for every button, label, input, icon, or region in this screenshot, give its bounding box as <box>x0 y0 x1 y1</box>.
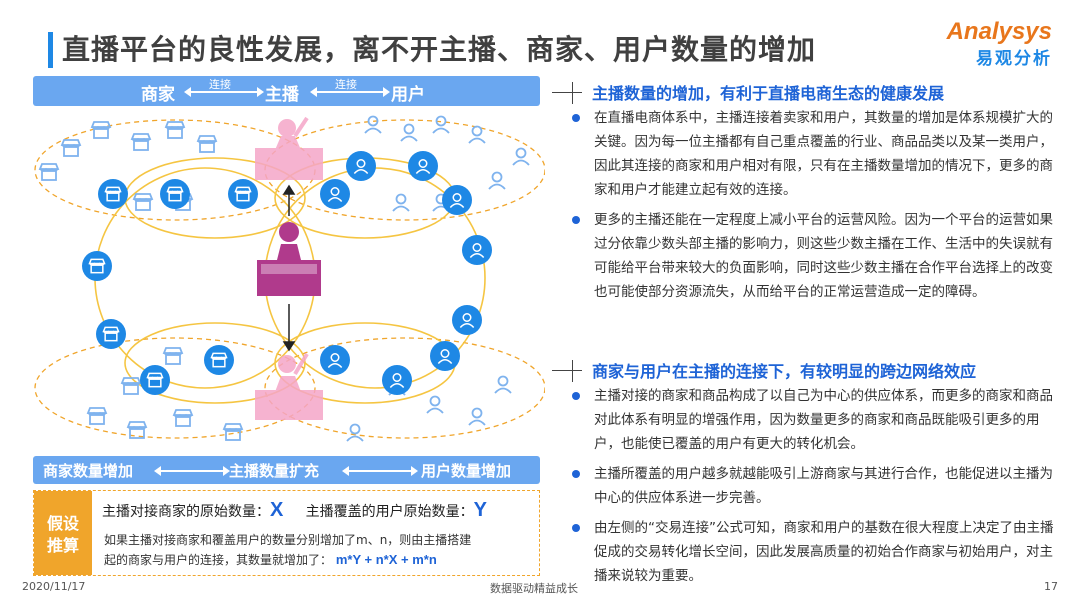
bullet-text: 主播所覆盖的用户越多就越能吸引上游商家与其进行合作，也能促进以主播为中心的供应体… <box>594 466 1053 506</box>
footer-slogan: 数据驱动精益成长 <box>490 582 578 595</box>
bullet-dot <box>572 114 580 122</box>
merchant-var: X <box>270 499 284 521</box>
assumption-variables: 主播对接商家的原始数量：X 主播覆盖的用户原始数量：Y <box>102 499 487 522</box>
section1-bullet: 在直播电商体系中，主播连接着卖家和用户，其数量的增加是体系规模扩大的关键。因为每… <box>572 106 1062 202</box>
center-streamer <box>257 222 321 296</box>
bullet-dot <box>572 216 580 224</box>
bullet-dot <box>572 470 580 478</box>
band-link-1: 连接 <box>209 78 231 91</box>
user-var: Y <box>473 499 487 521</box>
brand-logo: Analysys 易观分析 <box>947 18 1052 69</box>
title-accent-bar <box>48 32 53 68</box>
user-count-label: 主播覆盖的用户原始数量： <box>305 504 474 520</box>
band-arrow-1 <box>184 87 264 97</box>
section1-bullet: 更多的主播还能在一定程度上减小平台的运营风险。因为一个平台的运营如果过分依靠少数… <box>572 208 1062 304</box>
assumption-text: 如果主播对接商家和覆盖用户的数量分别增加了m、n，则由主播搭建 起的商家与用户的… <box>104 531 534 570</box>
section1-rule-v <box>572 82 573 104</box>
band-user-increase: 用户数量增加 <box>421 462 512 480</box>
assumption-tag-line2: 推算 <box>46 536 79 555</box>
footer-date: 2020/11/17 <box>22 580 86 593</box>
band-anchor: 主播 <box>265 85 299 105</box>
section2-rule <box>552 370 582 371</box>
outer-ring <box>34 119 545 439</box>
user-nodes <box>320 151 492 395</box>
relation-band: 商家 连接 主播 连接 用户 <box>33 76 540 106</box>
assumption-tag-line1: 假设 <box>46 514 79 533</box>
bullet-text: 主播对接的商家和商品构成了以自己为中心的供应体系，而更多的商家和商品对此体系有明… <box>594 388 1053 452</box>
band-arrow-4 <box>342 466 418 476</box>
brand-logo-cn: 易观分析 <box>976 49 1052 69</box>
section1-rule <box>552 92 582 93</box>
top-streamer <box>255 116 323 180</box>
bullet-dot <box>572 392 580 400</box>
page-title: 直播平台的良性发展，离不开主播、商家、用户数量的增加 <box>62 33 817 66</box>
assumption-box: 假设 推算 主播对接商家的原始数量：X 主播覆盖的用户原始数量：Y 如果主播对接… <box>33 490 540 576</box>
section2-heading: 商家与用户在主播的连接下，有较明显的跨边网络效应 <box>592 362 977 381</box>
assumption-formula: m*Y + n*X + m*n <box>335 552 437 567</box>
bullet-text: 在直播电商体系中，主播连接着卖家和用户，其数量的增加是体系规模扩大的关键。因为每… <box>594 110 1053 198</box>
bullet-text: 由左侧的“交易连接”公式可知，商家和用户的基数在很大程度上决定了由主播促成的交易… <box>594 520 1054 584</box>
assumption-tag: 假设 推算 <box>34 491 92 575</box>
section2-bullets: 主播对接的商家和商品构成了以自己为中心的供应体系，而更多的商家和商品对此体系有明… <box>572 384 1062 594</box>
section2-rule-v <box>572 360 573 382</box>
band-user: 用户 <box>391 85 425 105</box>
brand-logo-en: Analysys <box>946 18 1052 45</box>
growth-band: 商家数量增加 主播数量扩充 用户数量增加 <box>33 456 540 484</box>
band-merchant: 商家 <box>141 85 175 105</box>
page-number: 17 <box>1044 580 1058 593</box>
band-arrow-2 <box>310 87 390 97</box>
assumption-text-a: 如果主播对接商家和覆盖用户的数量分别增加了m、n，则由主播搭建 <box>104 533 472 547</box>
vertical-arrows <box>282 184 296 352</box>
network-diagram <box>34 115 545 442</box>
band-merchant-increase: 商家数量增加 <box>43 462 134 480</box>
band-arrow-3 <box>154 466 230 476</box>
section2-bullet: 主播所覆盖的用户越多就越能吸引上游商家与其进行合作，也能促进以主播为中心的供应体… <box>572 462 1062 510</box>
section1-bullets: 在直播电商体系中，主播连接着卖家和用户，其数量的增加是体系规模扩大的关键。因为每… <box>572 106 1062 310</box>
section2-bullet: 由左侧的“交易连接”公式可知，商家和用户的基数在很大程度上决定了由主播促成的交易… <box>572 516 1062 588</box>
section1-heading: 主播数量的增加，有利于直播电商生态的健康发展 <box>592 84 945 103</box>
bullet-dot <box>572 524 580 532</box>
band-anchor-expand: 主播数量扩充 <box>229 462 320 480</box>
bottom-streamer <box>255 352 323 420</box>
merchant-count-label: 主播对接商家的原始数量： <box>102 504 270 520</box>
section2-bullet: 主播对接的商家和商品构成了以自己为中心的供应体系，而更多的商家和商品对此体系有明… <box>572 384 1062 456</box>
assumption-text-b: 起的商家与用户的连接，其数量就增加了： <box>104 553 333 567</box>
bullet-text: 更多的主播还能在一定程度上减小平台的运营风险。因为一个平台的运营如果过分依靠少数… <box>594 212 1053 300</box>
band-link-2: 连接 <box>335 78 357 91</box>
merchant-nodes <box>82 179 258 395</box>
